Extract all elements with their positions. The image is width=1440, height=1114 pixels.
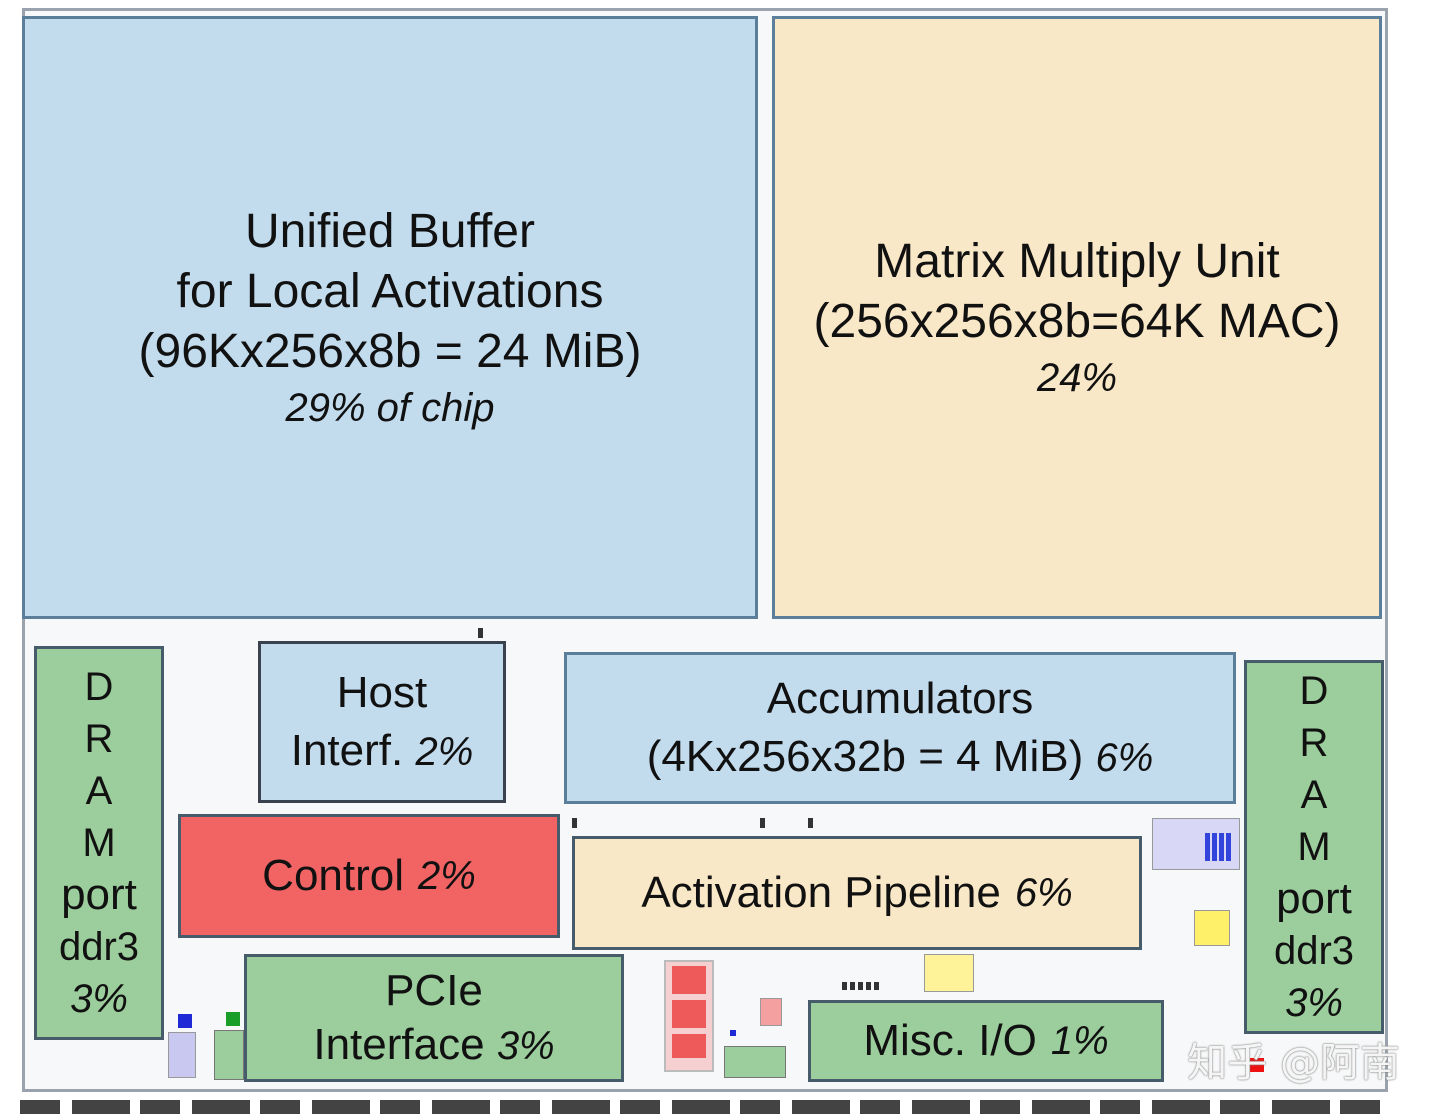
- accumulators-block: Accumulators (4Kx256x32b = 4 MiB) 6%: [564, 652, 1236, 804]
- small-macro-yellow-2: [924, 954, 974, 992]
- dram-right-port: port: [1276, 874, 1352, 923]
- dram-right-ddr3: ddr3: [1273, 929, 1355, 973]
- host-interface-line2: Interf. 2%: [291, 722, 474, 781]
- accumulators-pct: 6%: [1095, 735, 1154, 780]
- dram-left-letter-d: D: [84, 665, 114, 709]
- control-block: Control 2%: [178, 814, 560, 938]
- accumulators-title: Accumulators: [766, 673, 1034, 723]
- small-macro-io-pins: [842, 982, 880, 990]
- control-pct: 2%: [418, 853, 476, 898]
- dram-right-pct: 3%: [1285, 981, 1343, 1025]
- matrix-multiply-title: Matrix Multiply Unit: [874, 234, 1280, 288]
- small-macro-pin-4: [808, 818, 813, 828]
- dram-left-port: port: [61, 870, 137, 919]
- unified-buffer-subtitle: for Local Activations: [176, 264, 604, 318]
- accumulators-size: (4Kx256x32b = 4 MiB): [646, 731, 1084, 781]
- activation-pipeline-block: Activation Pipeline 6%: [572, 836, 1142, 950]
- dram-right-letter-a: A: [1300, 773, 1328, 817]
- unified-buffer-block: Unified Buffer for Local Activations (96…: [22, 16, 758, 619]
- host-interface-title: Host: [336, 667, 428, 717]
- matrix-multiply-pct: 24%: [1036, 355, 1118, 400]
- small-macro-pin-3: [760, 818, 765, 828]
- activation-pipeline-pct: 6%: [1014, 870, 1073, 915]
- dram-left-letter-a: A: [85, 769, 113, 813]
- small-macro-red-dot: [1250, 1058, 1264, 1072]
- dram-right-letter-m: M: [1297, 825, 1331, 869]
- unified-buffer-title: Unified Buffer: [245, 204, 535, 258]
- matrix-multiply-block: Matrix Multiply Unit (256x256x8b=64K MAC…: [772, 16, 1382, 619]
- activation-pipeline-label: Activation Pipeline: [641, 868, 1001, 917]
- small-macro-blue-dot: [730, 1030, 736, 1036]
- pcie-pct: 3%: [496, 1023, 555, 1068]
- host-interface-block: Host Interf. 2%: [258, 641, 506, 803]
- dram-left-ddr3: ddr3: [58, 925, 140, 969]
- small-macro-green-efuse: [724, 1046, 786, 1078]
- accumulators-line2: (4Kx256x32b = 4 MiB) 6%: [647, 728, 1154, 787]
- small-macro-red-stack: [664, 960, 714, 1072]
- small-macro-ddrctl: [1152, 818, 1240, 870]
- misc-io-label: Misc. I/O: [863, 1016, 1037, 1065]
- unified-buffer-pct: 29% of chip: [285, 385, 495, 430]
- small-macro-red-tap: [760, 998, 782, 1026]
- misc-io-pct: 1%: [1050, 1018, 1109, 1063]
- unified-buffer-size: (96Kx256x8b = 24 MiB): [138, 324, 642, 378]
- small-macro-pin-2: [572, 818, 577, 828]
- pcie-line2: Interface 3%: [313, 1018, 554, 1073]
- small-macro-pin-1: [478, 628, 483, 638]
- small-macro-blue-square: [178, 1014, 192, 1028]
- misc-io-block: Misc. I/O 1%: [808, 1000, 1164, 1082]
- dram-port-right-block: D R A M port ddr3 3%: [1244, 660, 1384, 1034]
- pcie-interface-block: PCIe Interface 3%: [244, 954, 624, 1082]
- dram-right-letter-d: D: [1299, 669, 1329, 713]
- cropped-caption-strip: [20, 1100, 1390, 1114]
- control-label: Control: [262, 851, 405, 900]
- small-macro-green-square: [226, 1012, 240, 1026]
- small-macro-yellow-1: [1194, 910, 1230, 946]
- dram-left-letter-r: R: [84, 717, 114, 761]
- pcie-title: PCIe: [385, 965, 483, 1015]
- pcie-label: Interface: [313, 1019, 485, 1069]
- small-macro-purple-strip: [168, 1032, 196, 1078]
- host-interface-pct: 2%: [415, 729, 474, 774]
- dram-left-pct: 3%: [70, 977, 128, 1021]
- host-interface-label: Interf.: [290, 725, 404, 775]
- dram-port-left-block: D R A M port ddr3 3%: [34, 646, 164, 1040]
- watermark-text: 知乎 @阿南: [1187, 1040, 1400, 1086]
- matrix-multiply-size: (256x256x8b=64K MAC): [813, 294, 1341, 348]
- dram-right-letter-r: R: [1299, 721, 1329, 765]
- small-macro-green-left: [214, 1030, 244, 1080]
- dram-left-letter-m: M: [82, 821, 116, 865]
